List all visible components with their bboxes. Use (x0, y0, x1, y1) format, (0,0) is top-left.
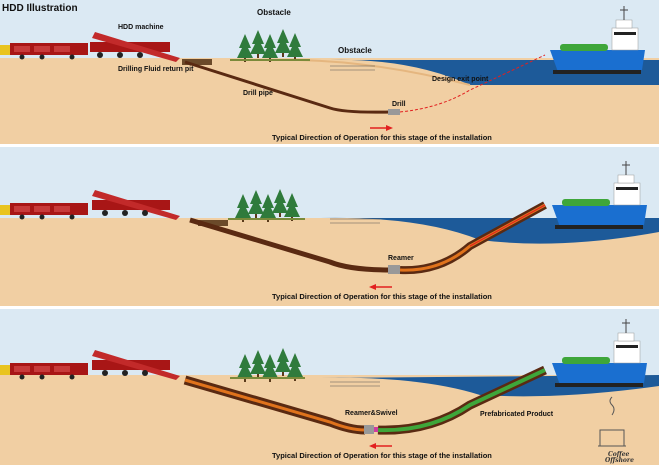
label-hdd-machine: HDD machine (118, 24, 164, 31)
label-reamer-swivel: Reamer&Swivel (345, 410, 398, 417)
label-prefabricated-product: Prefabricated Product (480, 411, 554, 418)
direction-arrow-left (369, 284, 376, 290)
fence-obstacle (330, 218, 380, 224)
watermark-line-1: Coffee (608, 451, 630, 458)
hdd-machine (92, 190, 180, 220)
return-pit (198, 220, 228, 226)
drill-pipe-line (184, 60, 391, 114)
panel-1-pilot-hole: HDD Illustration HDD machine Drilling Fl… (0, 0, 659, 147)
planned-path (399, 54, 546, 113)
label-drill-pipe: Drill pipe (243, 90, 273, 97)
hdd-machine (92, 350, 180, 380)
caption-panel-1: Typical Direction of Operation for this … (272, 133, 492, 142)
fence-obstacle (330, 381, 380, 387)
direction-arrow-right (386, 125, 393, 131)
panel-2-reaming: Reamer Typical Direction of Operation fo… (0, 147, 659, 309)
caption-panel-3: Typical Direction of Operation for this … (272, 451, 492, 460)
diagram-title: HDD Illustration (2, 3, 78, 14)
label-exit-point: Design exit point (432, 76, 489, 83)
prefabricated-product-line (377, 368, 546, 433)
direction-arrow-left (369, 443, 376, 449)
drill-pipe-line (189, 217, 391, 273)
reamer-tool (388, 265, 400, 274)
reamer-swivel-tool (364, 425, 374, 434)
hdd-machine (90, 32, 180, 62)
fence-obstacle (330, 65, 375, 71)
watermark-line-2: Offshore (605, 457, 634, 464)
label-reamer: Reamer (388, 255, 414, 262)
label-return-pit: Drilling Fluid return pit (118, 66, 194, 73)
drill-head (388, 109, 400, 115)
panel-3-pullback: Reamer&Swivel Prefabricated Product Typi… (0, 309, 659, 465)
caption-panel-2: Typical Direction of Operation for this … (272, 292, 492, 301)
label-obstacle-trees: Obstacle (257, 8, 291, 17)
watermark-logo: Coffee Offshore (598, 396, 634, 464)
label-obstacle-water: Obstacle (338, 46, 372, 55)
label-drill: Drill (392, 101, 406, 108)
return-pit (182, 59, 212, 65)
